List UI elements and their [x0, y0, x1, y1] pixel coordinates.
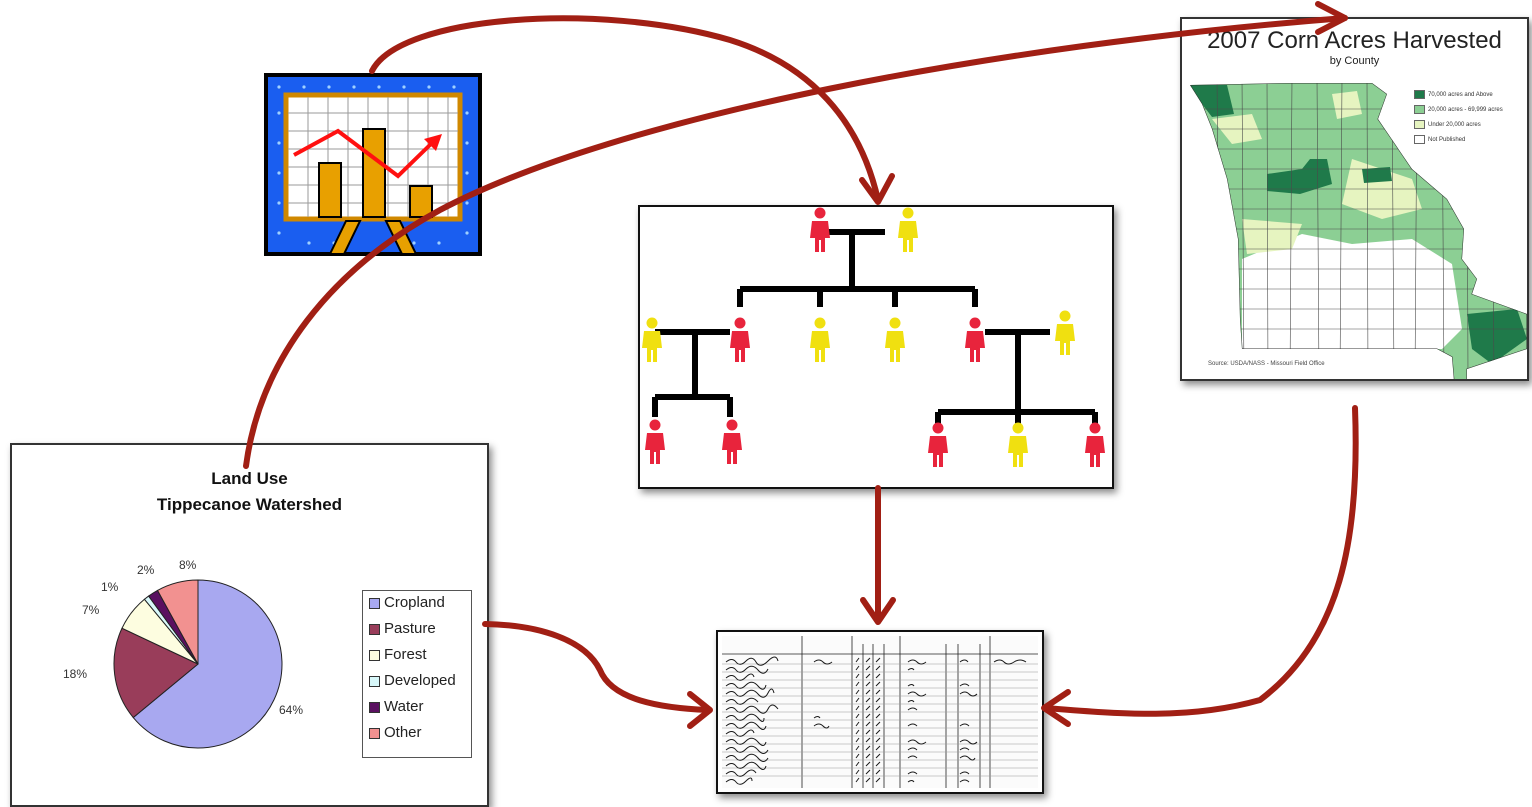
- arrowhead-map-to-census: [1041, 689, 1071, 727]
- map-legend-label: 20,000 acres - 69,999 acres: [1428, 107, 1503, 114]
- missouri-county-map: [1190, 83, 1527, 379]
- arrowhead-clipart-to-tree: [859, 173, 895, 205]
- legend-label: Forest: [384, 646, 427, 663]
- male-person-icon: [642, 317, 662, 362]
- legend-item-pasture: Pasture: [369, 620, 436, 640]
- legend-swatch: [369, 701, 380, 713]
- legend-item-forest: Forest: [369, 646, 427, 666]
- pie-slice-other: [156, 579, 199, 665]
- female-person-icon: [928, 422, 948, 467]
- map-legend-label: Not Published: [1428, 137, 1466, 144]
- pie-label-pasture: 18%: [63, 667, 88, 681]
- male-person-icon: [898, 207, 918, 252]
- legend-swatch: [369, 649, 380, 661]
- male-person-icon: [1055, 310, 1075, 355]
- legend-item-cropland: Cropland: [369, 594, 445, 614]
- legend-swatch: [369, 623, 380, 635]
- female-person-icon: [965, 317, 985, 362]
- legend-item-developed: Developed: [369, 672, 456, 692]
- pie-label-cropland: 64%: [279, 703, 304, 717]
- family-tree-diagram: [642, 207, 1105, 467]
- female-person-icon: [810, 207, 830, 252]
- pie-title-line1: Land Use: [211, 469, 288, 488]
- map-legend-item: Under 20,000 acres: [1414, 120, 1481, 129]
- pie-title-line2: Tippecanoe Watershed: [156, 495, 343, 514]
- pie-label-forest: 7%: [82, 603, 100, 617]
- male-person-icon: [885, 317, 905, 362]
- census-record-image: [722, 636, 1038, 788]
- legend-swatch: [369, 597, 380, 609]
- pie-chart: [113, 579, 283, 749]
- map-legend-item: 70,000 acres and Above: [1414, 90, 1493, 99]
- family-tree-panel: [638, 205, 1114, 489]
- census-record-panel: [716, 630, 1044, 794]
- pie-label-water: 2%: [137, 563, 155, 577]
- male-person-icon: [810, 317, 830, 362]
- map-legend-label: 70,000 acres and Above: [1428, 92, 1493, 99]
- pie-label-other: 8%: [179, 558, 197, 572]
- map-legend-label: Under 20,000 acres: [1428, 122, 1481, 129]
- pie-label-developed: 1%: [101, 580, 119, 594]
- female-person-icon: [722, 419, 742, 464]
- land-use-pie-chart-panel: Land Use Tippecanoe Watershed 64% 18% 7%…: [10, 443, 489, 807]
- corn-acres-map-panel: 2007 Corn Acres Harvested by County 70,0…: [1180, 17, 1529, 381]
- female-person-icon: [730, 317, 750, 362]
- presentation-chart-clipart: [264, 73, 482, 256]
- legend-label: Pasture: [384, 620, 436, 637]
- arrow-piechart-to-census: [482, 621, 711, 713]
- legend-label: Cropland: [384, 594, 445, 611]
- map-legend-item: 20,000 acres - 69,999 acres: [1414, 105, 1503, 114]
- male-person-icon: [1008, 422, 1028, 467]
- pie-slice-cropland: [132, 579, 283, 749]
- map-legend-item: Not Published: [1414, 135, 1465, 144]
- legend-label: Other: [384, 724, 422, 741]
- female-person-icon: [1085, 422, 1105, 467]
- legend-swatch: [369, 675, 380, 687]
- legend-label: Developed: [384, 672, 456, 689]
- pie-legend: Cropland Pasture Forest Developed Water …: [362, 590, 472, 758]
- arrowhead-piechart-to-census: [687, 691, 713, 729]
- map-legend-swatch: [1414, 105, 1425, 114]
- legend-label: Water: [384, 698, 424, 715]
- map-source: Source: USDA/NASS - Missouri Field Offic…: [1208, 361, 1325, 367]
- legend-item-other: Other: [369, 724, 422, 744]
- pie-slice-pasture: [113, 627, 199, 719]
- map-legend-swatch: [1414, 90, 1425, 99]
- legend-swatch: [369, 727, 380, 739]
- map-legend-swatch: [1414, 120, 1425, 129]
- female-person-icon: [645, 419, 665, 464]
- map-legend-swatch: [1414, 135, 1425, 144]
- arrowhead-tree-to-census: [860, 597, 896, 625]
- legend-item-water: Water: [369, 698, 423, 718]
